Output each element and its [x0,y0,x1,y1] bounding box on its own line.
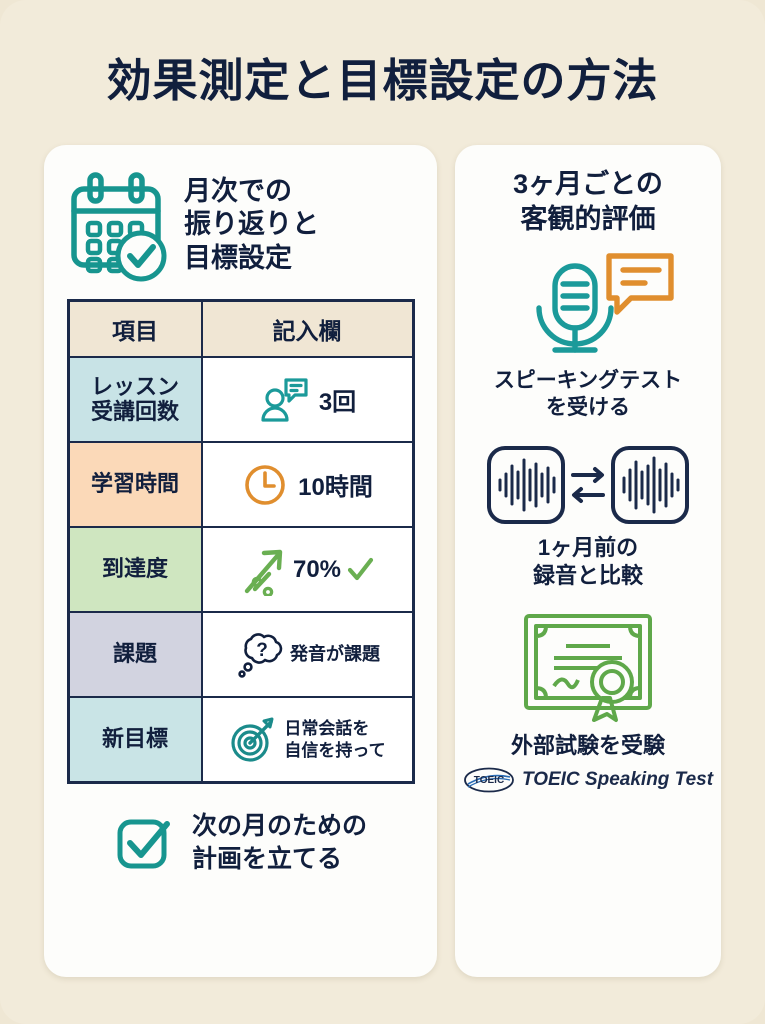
speaking-test-block: スピーキングテスト を受ける [455,250,721,422]
table-row: 学習時間 10時間 [67,441,414,528]
row-value-study-time: 10時間 [200,441,414,528]
row-value-achievement: 70% [200,526,414,613]
clock-icon [241,461,289,509]
right-card-heading: 3ヶ月ごとの 客観的評価 [513,169,663,234]
left-card: 月次での 振り返りと 目標設定 項目 記入欄 レッスン 受講回数 [44,145,437,977]
left-card-footer: 次の月のための 計画を立てる [44,810,437,875]
thought-bubble-question-icon: ? [234,629,286,681]
speaking-test-text: スピーキングテスト を受ける [493,369,683,419]
target-dart-icon [228,715,278,765]
table-row: レッスン 受講回数 [67,356,414,443]
row-label-achievement: 到達度 [67,526,203,613]
new-goal-value: 日常会話を 自信を持って [284,719,386,760]
monthly-review-table: 項目 記入欄 レッスン 受講回数 [66,299,415,784]
growth-arrow-percent-icon [239,544,289,596]
study-time-value: 10時間 [298,474,373,501]
table-header-entry: 記入欄 [200,299,414,358]
issue-value: 発音が課題 [290,643,380,664]
check-icon [345,555,375,585]
person-speech-bubble-icon [258,374,310,426]
certificate-icon [455,608,721,726]
calendar-check-icon [62,167,170,283]
toeic-badge: TOEIC TOEIC Speaking Test [455,767,721,793]
svg-text:?: ? [256,640,268,661]
external-exam-text: 外部試験を受験 [510,733,665,759]
table-row: 新目標 [67,696,414,784]
left-card-header: 月次での 振り返りと 目標設定 [44,145,437,283]
toeic-logo: TOEIC [463,767,515,793]
recording-compare-text: 1ヶ月前の 録音と比較 [532,534,643,588]
left-card-heading: 月次での 振り返りと 目標設定 [184,175,319,273]
recording-compare-block: 1ヶ月前の 録音と比較 [455,442,721,590]
row-value-issue: ? 発音が課題 [200,611,414,698]
checkbox-check-icon [114,812,176,874]
microphone-speech-icon [455,250,721,362]
table-row: 到達度 [67,526,414,613]
table-row: 課題 ? [67,611,414,698]
row-label-new-goal: 新目標 [67,696,203,784]
left-card-footer-text: 次の月のための 計画を立てる [191,812,367,873]
right-card: 3ヶ月ごとの 客観的評価 [455,145,721,977]
waveform-compare-icon [455,442,721,528]
page-title: 効果測定と目標設定の方法 [106,55,659,106]
svg-text:TOEIC: TOEIC [474,775,504,786]
row-label-issue: 課題 [67,611,203,698]
lessons-count-value: 3回 [318,389,357,416]
row-label-study-time: 学習時間 [67,441,203,528]
table-header-row: 項目 記入欄 [67,299,414,358]
row-label-lessons: レッスン 受講回数 [67,356,203,443]
row-value-new-goal: 日常会話を 自信を持って [200,696,414,784]
external-exam-block: 外部試験を受験 TOEIC TOEIC Speaking Test [455,608,721,793]
table-header-item: 項目 [67,299,203,358]
cards-container: 月次での 振り返りと 目標設定 項目 記入欄 レッスン 受講回数 [44,145,721,977]
toeic-label: TOEIC Speaking Test [521,769,714,791]
row-value-lessons: 3回 [200,356,414,443]
achievement-value: 70% [292,555,342,583]
